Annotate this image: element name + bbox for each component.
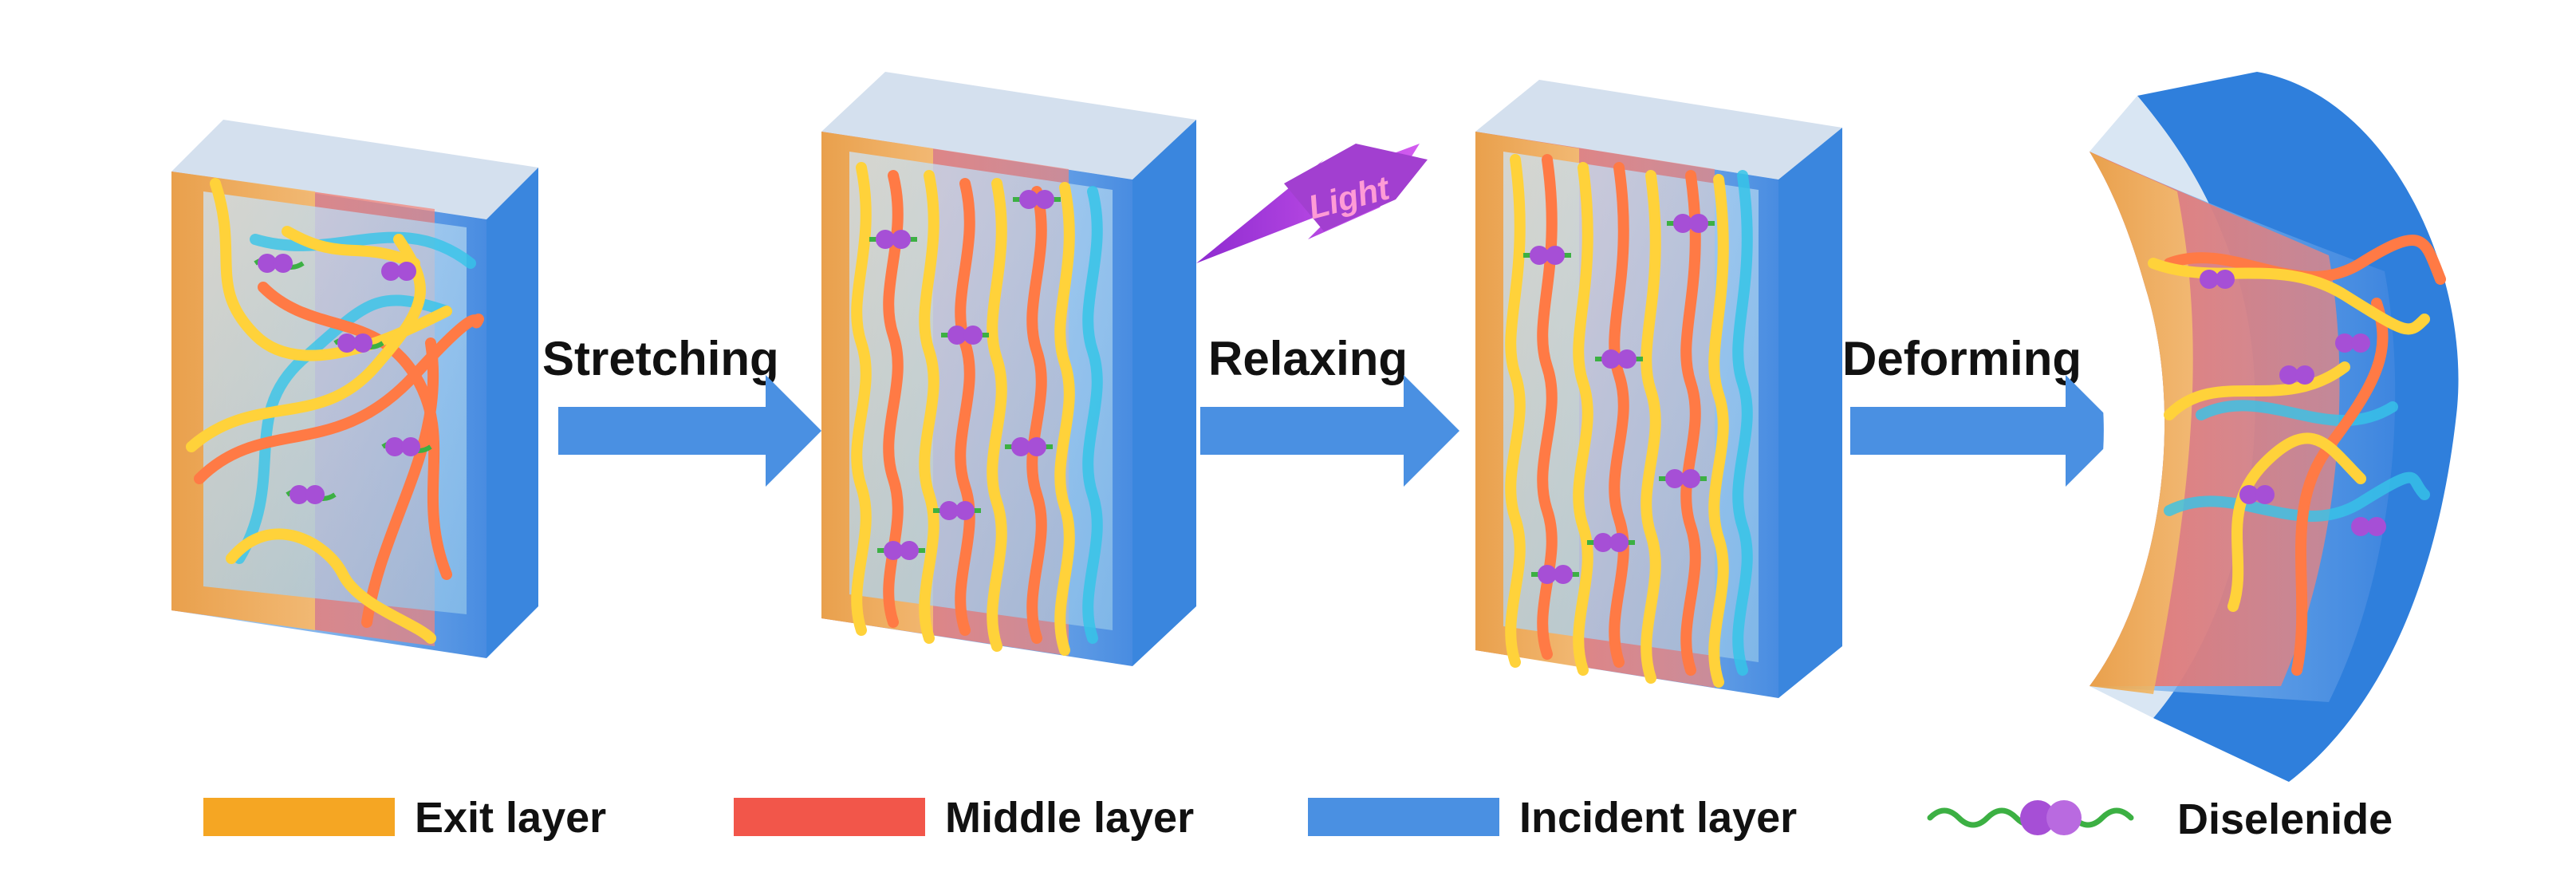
block-stretched (821, 72, 1196, 666)
diselenide-icon (1927, 800, 2134, 835)
arrow-stretching: Stretching (542, 332, 821, 487)
block-relaxed (1475, 80, 1842, 698)
legend-item-middle-layer: Middle layer (734, 794, 1194, 842)
exit-layer-swatch (203, 798, 395, 836)
incident-layer-swatch (1308, 798, 1499, 836)
legend-item-incident-layer: Incident layer (1308, 794, 1797, 842)
light-badge: Light (1196, 144, 1428, 263)
legend-label-incident-layer: Incident layer (1519, 794, 1797, 842)
middle-layer-swatch (734, 798, 925, 836)
block-deformed (2074, 72, 2459, 782)
arrow-relaxing: Relaxing (1200, 332, 1459, 487)
step-label-stretching: Stretching (542, 332, 779, 385)
legend-label-diselenide: Diselenide (2177, 795, 2393, 843)
step-label-deforming: Deforming (1842, 332, 2082, 385)
legend-label-middle-layer: Middle layer (945, 794, 1194, 842)
legend-item-diselenide: Diselenide (1927, 795, 2393, 843)
legend-item-exit-layer: Exit layer (203, 794, 606, 842)
step-label-relaxing: Relaxing (1208, 332, 1408, 385)
legend-label-exit-layer: Exit layer (415, 794, 606, 842)
block-initial (171, 120, 538, 658)
legend: Exit layer Middle layer Incident layer D… (203, 794, 2393, 843)
arrow-deforming: Deforming (1842, 332, 2121, 487)
